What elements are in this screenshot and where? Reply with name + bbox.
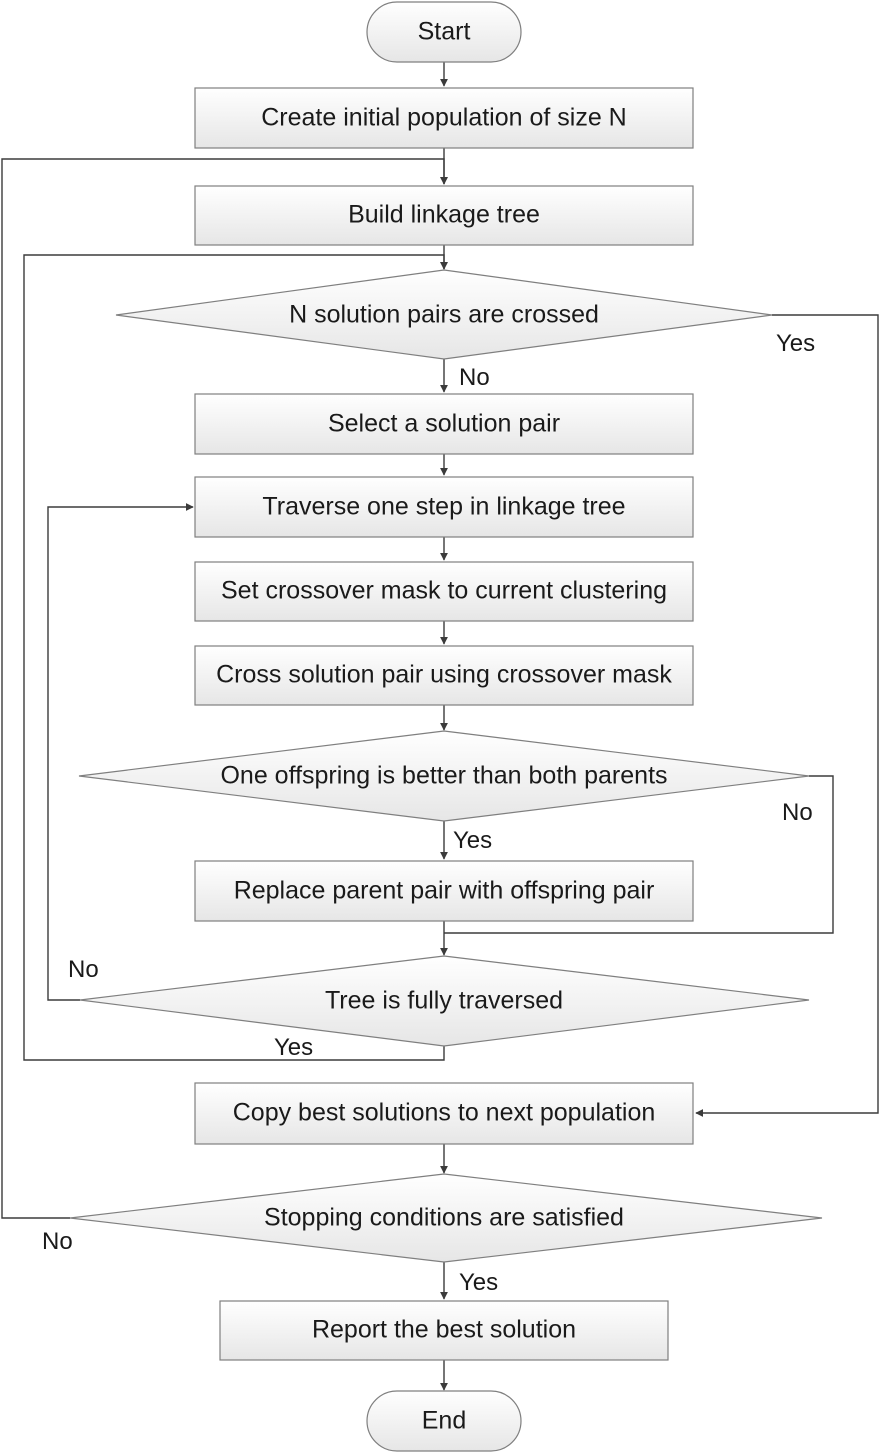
process-box bbox=[194, 1082, 694, 1145]
offspring-better-yes-label: Yes bbox=[453, 827, 492, 854]
node-replace-parents: Replace parent pair with offspring pair bbox=[194, 860, 694, 922]
node-copy-best: Copy best solutions to next population bbox=[194, 1082, 694, 1145]
node-pairs-crossed: N solution pairs are crossed bbox=[115, 269, 773, 360]
start-label: Start bbox=[418, 18, 471, 46]
process-box bbox=[194, 87, 694, 149]
offspring-better-no-label: No bbox=[782, 799, 813, 826]
decision-label: One offspring is better than both parent… bbox=[220, 762, 667, 790]
end-terminator-shape bbox=[366, 1390, 522, 1452]
node-create-population: Create initial population of size N bbox=[194, 87, 694, 149]
node-stopping: Stopping conditions are satisfied bbox=[69, 1173, 823, 1263]
node-report-best: Report the best solution bbox=[219, 1300, 669, 1361]
process-box bbox=[194, 393, 694, 455]
arrow-pairs-yes-to-copy bbox=[695, 314, 879, 1117]
process-box bbox=[194, 185, 694, 246]
connectors bbox=[1, 62, 879, 1391]
tree-traversed-no-label: No bbox=[68, 956, 99, 983]
tree-traversed-yes-label: Yes bbox=[274, 1034, 313, 1061]
node-cross-pair: Cross solution pair using crossover mask bbox=[194, 645, 694, 706]
decision-diamond bbox=[69, 1173, 823, 1263]
node-end: End bbox=[366, 1390, 522, 1452]
node-traverse-step: Traverse one step in linkage tree bbox=[194, 476, 694, 538]
end-label: End bbox=[422, 1407, 466, 1435]
process-label: Replace parent pair with offspring pair bbox=[234, 877, 655, 905]
process-box bbox=[194, 645, 694, 706]
stopping-no-label: No bbox=[42, 1228, 73, 1255]
node-set-mask: Set crossover mask to current clustering bbox=[194, 561, 694, 622]
arrow-stopping-no-loop bbox=[1, 158, 448, 1219]
process-label: Select a solution pair bbox=[328, 410, 560, 438]
decision-label: N solution pairs are crossed bbox=[289, 301, 599, 329]
decision-diamond bbox=[79, 955, 810, 1047]
decision-diamond bbox=[115, 269, 773, 360]
pairs-crossed-yes-label: Yes bbox=[776, 330, 815, 357]
decision-label: Tree is fully traversed bbox=[325, 987, 563, 1015]
process-label: Traverse one step in linkage tree bbox=[262, 493, 625, 521]
arrow-tree-yes-loop bbox=[23, 254, 448, 1061]
decision-label: Stopping conditions are satisfied bbox=[264, 1204, 624, 1232]
decision-diamond bbox=[78, 730, 810, 822]
arrow-offspring-no-bypass bbox=[444, 775, 834, 934]
process-label: Cross solution pair using crossover mask bbox=[216, 661, 672, 689]
node-build-tree: Build linkage tree bbox=[194, 185, 694, 246]
process-box bbox=[219, 1300, 669, 1361]
process-label: Create initial population of size N bbox=[261, 104, 626, 132]
process-label: Copy best solutions to next population bbox=[233, 1099, 656, 1127]
node-select-pair: Select a solution pair bbox=[194, 393, 694, 455]
node-tree-traversed: Tree is fully traversed bbox=[79, 955, 810, 1047]
node-start: Start bbox=[366, 1, 522, 63]
process-label: Set crossover mask to current clustering bbox=[221, 577, 667, 605]
pairs-crossed-no-label: No bbox=[459, 364, 490, 391]
arrow-tree-no-loop bbox=[47, 503, 194, 1001]
start-terminator-shape bbox=[366, 1, 522, 63]
branch-labels: Yes No Yes No No Yes No Yes bbox=[42, 330, 815, 1296]
process-label: Report the best solution bbox=[312, 1316, 576, 1344]
stopping-yes-label: Yes bbox=[459, 1269, 498, 1296]
process-box bbox=[194, 476, 694, 538]
process-box bbox=[194, 561, 694, 622]
process-box bbox=[194, 860, 694, 922]
node-offspring-better: One offspring is better than both parent… bbox=[78, 730, 810, 822]
process-label: Build linkage tree bbox=[348, 201, 540, 229]
